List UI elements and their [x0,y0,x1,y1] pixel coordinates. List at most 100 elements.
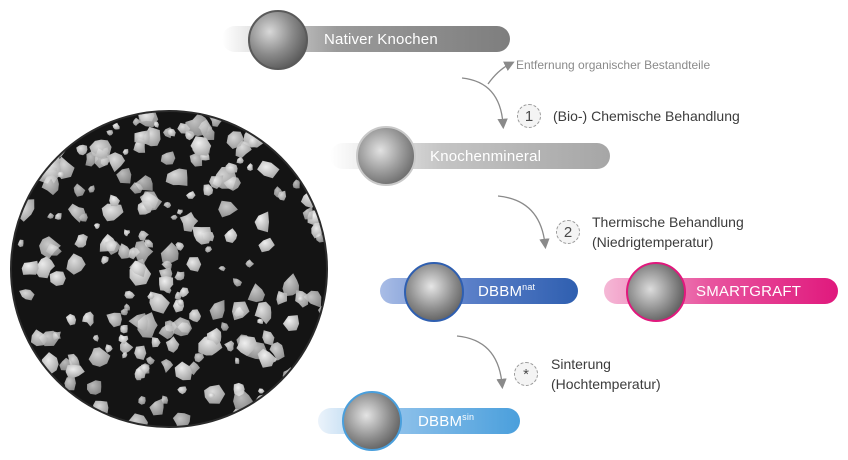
granule [254,211,269,233]
granule [101,256,109,265]
granule [82,311,94,327]
granule [192,226,212,245]
bone-mineral-thumbnail [356,126,416,186]
granule [203,184,214,196]
granule [88,347,111,367]
granule [167,128,176,137]
granule [41,175,59,196]
granule [232,301,250,321]
dbbm-nat-thumbnail [404,262,464,322]
granule [122,149,129,155]
native-bone-label: Nativer Knochen [324,30,438,48]
granule [65,364,85,378]
smartgraft-label: SMARTGRAFT [696,282,802,300]
granule [116,167,132,184]
granule [139,191,163,212]
granule [87,380,102,395]
granule [54,213,62,220]
granule [254,301,272,325]
dbbm-sin-label: DBBMsin [418,412,474,430]
step3-text: Sinterung (Hochtemperatur) [551,354,661,394]
granule [302,206,313,220]
granule [122,351,128,359]
granule [163,201,172,209]
step2-line1: Thermische Behandlung [592,214,744,230]
arrow-removal-branch [487,61,515,85]
granule [204,384,226,404]
granule [147,291,155,300]
granule [124,290,135,299]
dbbm-nat-label: DBBMnat [478,282,535,300]
granule [149,291,170,314]
step2-line2: (Niedrigtemperatur) [592,234,714,250]
granule [21,260,39,275]
granule [129,182,143,194]
granule [282,315,300,331]
granule [174,271,185,281]
arrow-dbbm-to-sintered [456,335,507,390]
granule [257,348,276,368]
granule [149,398,164,416]
granule [134,240,154,264]
granule [138,112,159,128]
granule [160,242,179,263]
granule [209,175,224,189]
granule [57,171,64,178]
step3-badge: * [514,362,538,386]
granule [258,388,265,394]
granule [208,392,215,399]
dbbm-nat-base: DBBM [478,283,523,300]
granule [17,239,24,248]
granule [92,334,99,342]
step1-text: (Bio-) Chemische Behandlung [553,108,740,124]
granule [245,259,255,268]
step3-line1: Sinterung [551,356,611,372]
granule [224,228,238,243]
step2-text: Thermische Behandlung (Niedrigtemperatur… [592,212,744,252]
granule [165,168,188,186]
granule [205,246,212,253]
granule [292,179,300,189]
granule [236,157,244,164]
granule [236,336,258,357]
granule [89,139,112,159]
granule [218,266,226,272]
granule [134,345,147,360]
granule [112,122,120,130]
granule [134,130,150,145]
granule [175,242,184,251]
granule [232,278,242,287]
granule [158,324,175,340]
granule [153,121,159,128]
granule [64,375,76,391]
arrow-native-to-mineral [461,77,508,130]
granule [30,329,49,347]
removal-note: Entfernung organischer Bestandteile [516,58,711,72]
granule [88,185,95,193]
step3-line2: (Hochtemperatur) [551,376,661,392]
granule [174,361,193,381]
bone-granules-micrograph [10,110,328,428]
granule [189,309,201,323]
granule [124,303,130,311]
granule [262,330,275,346]
granule [118,243,131,259]
granule [194,353,205,363]
granule [47,212,54,219]
granule [73,183,86,197]
granule [159,276,174,291]
granule [34,256,55,279]
granule [223,176,241,191]
bone-mineral-label: Knochenmineral [430,147,542,165]
granule [258,237,275,253]
granule [209,299,225,320]
dbbm-sin-thumbnail [342,391,402,451]
granule [118,334,129,345]
granule [93,223,100,229]
arrow-mineral-to-dbbm [497,195,550,250]
granule [186,257,202,272]
granule [248,136,259,148]
granule [269,342,285,361]
granule [224,340,235,352]
